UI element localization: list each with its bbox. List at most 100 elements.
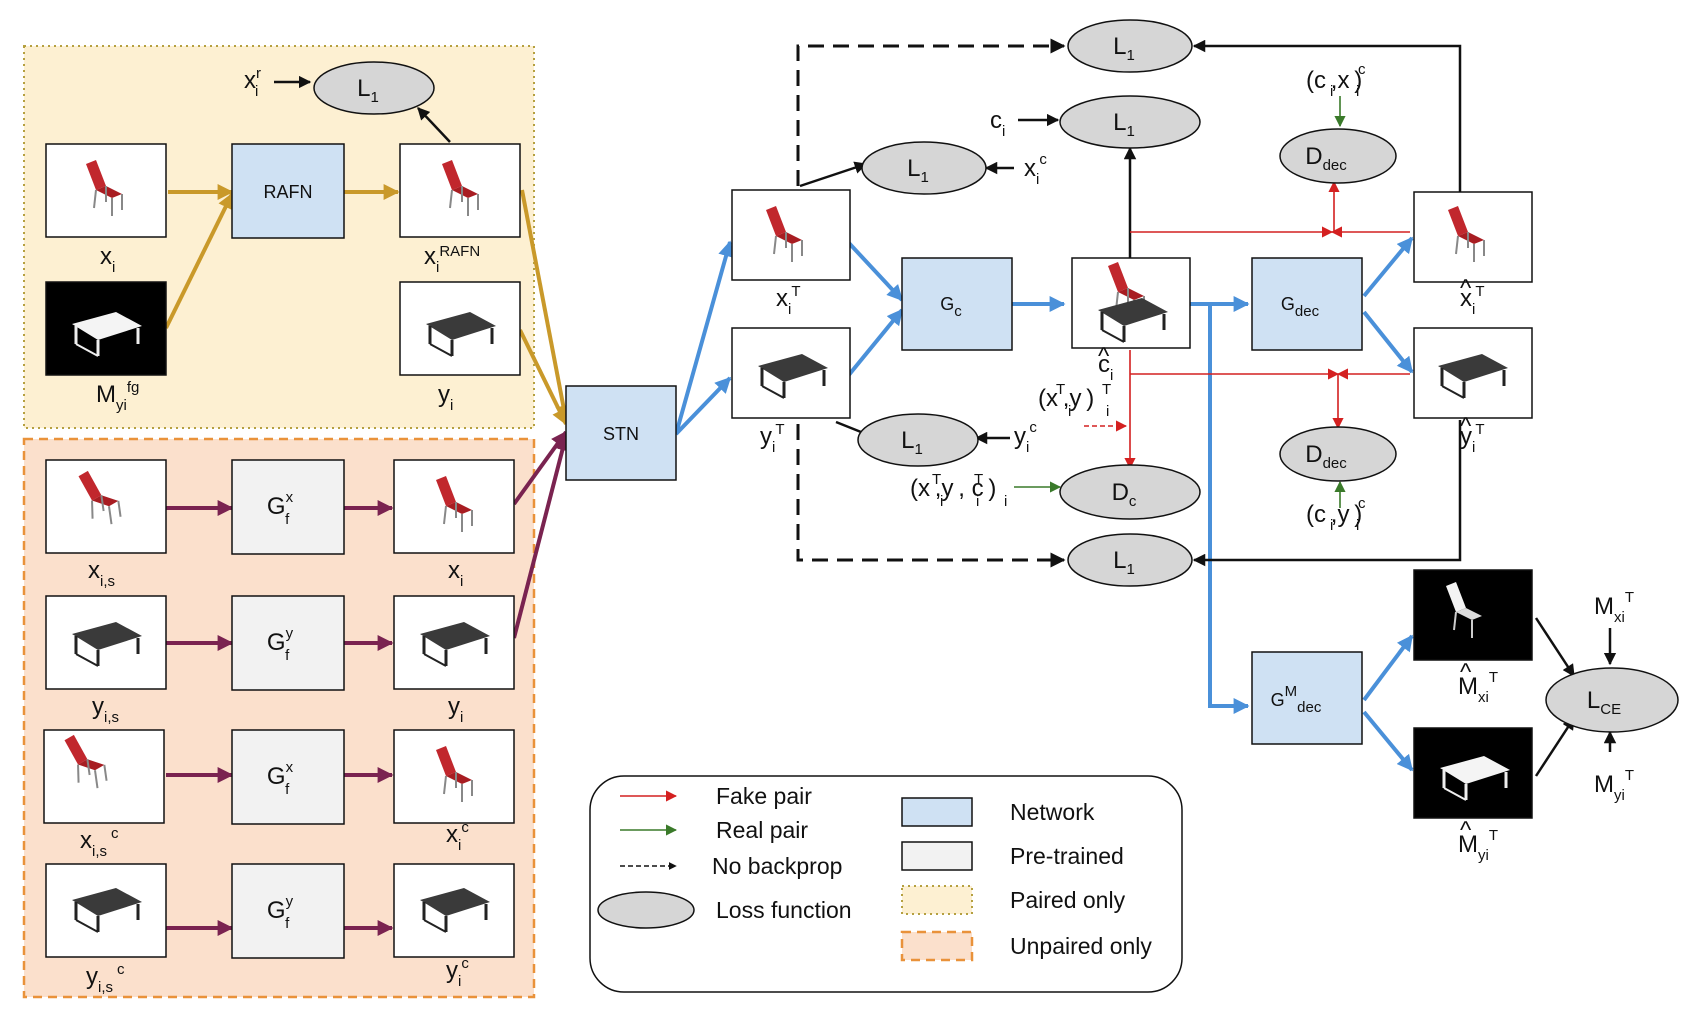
svg-text:GMdec: GMdec: [1271, 683, 1322, 716]
svg-text:xic: xic: [1024, 151, 1047, 188]
svg-text:MxiT: MxiT: [1594, 589, 1634, 626]
svg-text:T: T: [1102, 381, 1111, 398]
svg-text:i: i: [1004, 493, 1007, 510]
loss-l1-xi-c: L1: [861, 141, 987, 195]
image-tile-yis-c: [45, 863, 167, 958]
legend-loss-function: Loss function: [716, 897, 852, 923]
svg-text:ci: ci: [990, 107, 1005, 140]
svg-text:(c ,x ): (c ,x ): [1306, 67, 1362, 94]
svg-text:i: i: [1356, 517, 1359, 534]
svg-text:L1: L1: [1113, 109, 1135, 140]
loss-d-dec-top: Ddec: [1279, 128, 1397, 184]
svg-text:Gyf: Gyf: [267, 625, 294, 664]
svg-text:xiT: xiT: [776, 283, 801, 318]
svg-text:xi,s: xi,s: [88, 557, 115, 590]
svg-text:(c ,y ): (c ,y ): [1306, 501, 1362, 528]
svg-text:i: i: [1356, 83, 1359, 100]
svg-text:i: i: [976, 493, 979, 510]
legend-fake-pair: Fake pair: [716, 783, 812, 809]
loss-l-ce: LCE: [1545, 667, 1679, 733]
legend-paired-only: Paired only: [1010, 887, 1126, 913]
image-tile-xi-rafn: [399, 143, 521, 238]
svg-text:xi: xi: [448, 557, 463, 590]
gc-network: Gc: [901, 257, 1013, 351]
svg-text:MxiT: MxiT: [1458, 669, 1498, 706]
image-tile-mask-yi-hat-T: [1413, 727, 1533, 819]
svg-text:MyiT: MyiT: [1458, 827, 1498, 864]
image-tile-yi-unpaired: [393, 595, 515, 690]
svg-text:xri: xri: [244, 65, 261, 100]
svg-text:i: i: [1330, 83, 1333, 100]
svg-text:^: ^: [1460, 659, 1472, 686]
image-tile-yi-hat-T: [1413, 327, 1533, 419]
svg-text:L1: L1: [901, 427, 923, 458]
image-tile-mask-yi-fg: [45, 281, 167, 376]
image-tile-xi-hat-T: [1413, 191, 1533, 283]
image-tile-xi-unpaired: [393, 459, 515, 554]
svg-text:xic: xic: [446, 819, 469, 854]
image-tile-yi-c: [393, 863, 515, 958]
svg-text:xiRAFN: xiRAFN: [424, 243, 480, 276]
svg-text:yi,sc: yi,sc: [86, 961, 125, 996]
svg-text:L1: L1: [907, 155, 929, 186]
svg-text:LCE: LCE: [1587, 687, 1621, 718]
legend-network: Network: [1010, 799, 1095, 825]
legend-pretrained: Pre-trained: [1010, 843, 1124, 869]
loss-d-c: Dc: [1059, 464, 1201, 520]
svg-text:ci: ci: [1098, 351, 1113, 384]
svg-text:c: c: [1358, 495, 1366, 512]
svg-text:Ddec: Ddec: [1305, 143, 1347, 174]
svg-text:yi,s: yi,s: [92, 693, 119, 726]
gdec-network: Gdec: [1251, 257, 1363, 351]
stn-network: STN: [565, 385, 677, 481]
image-tile-xi-c: [393, 729, 515, 824]
svg-text:L1: L1: [357, 75, 379, 106]
loss-l1-bottom: L1: [1067, 533, 1193, 587]
image-tile-xi-T: [731, 189, 851, 281]
svg-text:xi,sc: xi,sc: [80, 825, 119, 860]
svg-text:xiT: xiT: [1460, 283, 1485, 318]
svg-text:i: i: [1106, 403, 1109, 420]
image-tile-yis: [45, 595, 167, 690]
legend-no-backprop: No backprop: [712, 853, 842, 879]
svg-text:i: i: [940, 493, 943, 510]
image-tile-yi-T: [731, 327, 851, 419]
svg-text:c: c: [1358, 61, 1366, 78]
svg-text:i: i: [1330, 517, 1333, 534]
svg-text:^: ^: [1460, 413, 1472, 440]
svg-text:Gxf: Gxf: [267, 489, 294, 528]
svg-text:T: T: [1056, 381, 1065, 398]
legend: Fake pair Real pair No backprop Loss fun…: [589, 775, 1183, 993]
loss-l1-ci: L1: [1059, 95, 1201, 149]
image-tile-xis-c: [43, 729, 165, 824]
svg-text:yi: yi: [448, 693, 463, 726]
loss-l1-rafn: L1: [313, 61, 435, 115]
svg-text:Dc: Dc: [1112, 479, 1137, 510]
svg-text:STN: STN: [603, 424, 639, 444]
svg-text:T: T: [974, 471, 983, 488]
svg-text:MyiT: MyiT: [1594, 767, 1634, 804]
loss-l1-top: L1: [1067, 19, 1193, 73]
loss-l1-yi-c: L1: [857, 413, 979, 467]
image-tile-ci-hat: [1071, 257, 1191, 349]
svg-text:^: ^: [1460, 817, 1472, 844]
svg-text:xi: xi: [100, 243, 115, 276]
svg-text:Gc: Gc: [940, 294, 962, 320]
svg-text:yiT: yiT: [1460, 421, 1485, 456]
image-tile-yi: [399, 281, 521, 376]
svg-text:yic: yic: [1014, 419, 1037, 456]
svg-text:L1: L1: [1113, 33, 1135, 64]
legend-unpaired-only: Unpaired only: [1010, 933, 1152, 959]
svg-text:Gxf: Gxf: [267, 759, 294, 798]
svg-text:^: ^: [1460, 275, 1472, 302]
loss-d-dec-bottom: Ddec: [1279, 426, 1397, 482]
rafn-network: RAFN: [231, 143, 345, 239]
svg-text:(x ,y , c ): (x ,y , c ): [910, 475, 996, 502]
svg-text:(x ,y ): (x ,y ): [1038, 385, 1094, 412]
